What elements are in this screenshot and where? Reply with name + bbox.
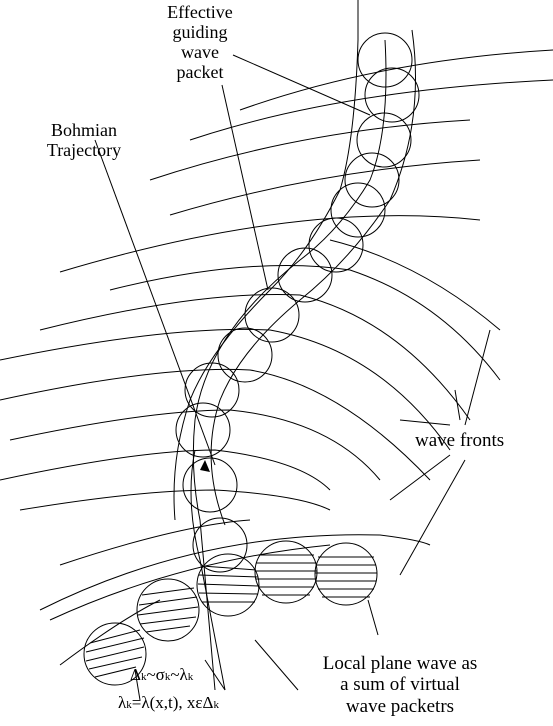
wave-front [240,50,553,110]
label-line: wave fronts [415,430,504,451]
wave-front [190,80,553,140]
wave-front [40,535,430,610]
virtual-wave-packet [197,554,259,616]
wave-front [0,369,430,480]
virtual-wave-packet [315,543,377,605]
label-line: wave [130,42,270,62]
formula-text: λ [118,693,126,712]
formula-subscript: k [213,699,219,711]
label-line: a sum of virtual [290,674,510,695]
packet-circle [218,328,272,382]
formula-lambda: λk=λ(x,t), xεΔk [118,693,219,712]
local-plane-wave-label: Local plane wave as a sum of virtual wav… [290,653,510,717]
pointer-line [390,455,450,500]
label-line: wave packetrs [290,696,510,717]
label-line: Bohmian [14,120,154,140]
wave-front [60,520,250,565]
wave-front [110,266,500,381]
virtual-wave-packet [137,579,199,641]
effective-packet-label: Effective guiding wave packet [130,2,270,83]
label-line: guiding [130,22,270,42]
bohmian-trajectory-lower [191,450,225,690]
wave-fronts-label: wave fronts [415,430,504,451]
formula-delta: Δk~σk~λk [130,665,193,684]
wave-front [0,450,330,490]
wave-front [170,160,480,215]
pointer-line [222,85,268,290]
formula-text: ~λ [170,665,187,684]
wave-front [50,545,330,620]
label-line: Trajectory [14,140,154,160]
pointer-line [400,420,450,425]
formula-text: Δ [130,665,141,684]
label-line: Local plane wave as [290,653,510,674]
packet-circle [345,153,399,207]
label-line: Effective [130,2,270,22]
packet-circle [185,363,239,417]
pointer-line [400,460,465,575]
label-line: packet [130,62,270,82]
pointer-line [95,140,215,465]
wave-front [60,216,480,272]
wave-front [40,294,470,420]
bohmian-trajectory-label: Bohmian Trajectory [14,120,154,160]
trajectory-arrowhead [200,460,210,472]
formula-text: ~σ [146,665,164,684]
wave-front [330,240,500,330]
formula-text: =λ(x,t), xεΔ [132,693,214,712]
wave-front [150,120,470,180]
pointer-line [368,600,378,635]
formula-subscript: k [188,671,194,683]
wave-front [20,490,330,510]
packet-circle [245,288,299,342]
